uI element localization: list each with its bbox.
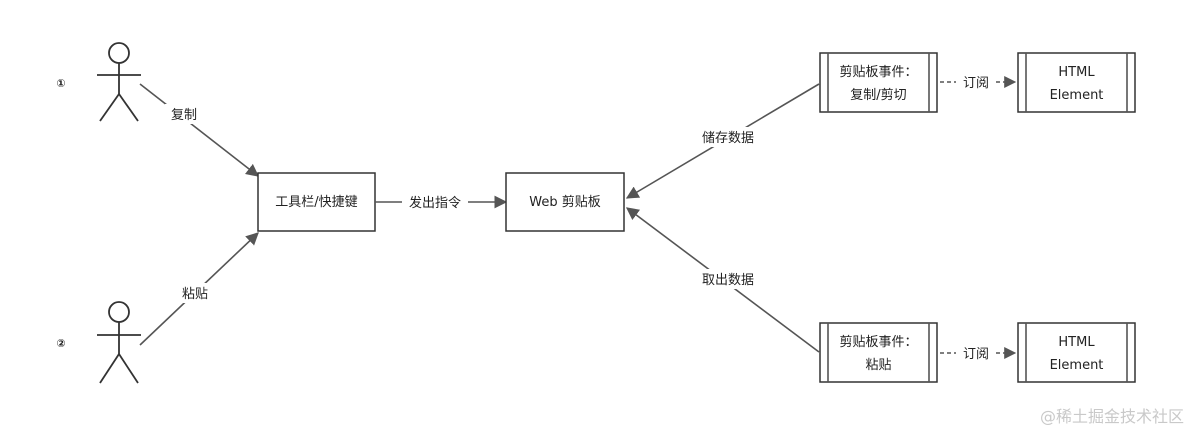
toolbar-shortcut-node [257,172,376,232]
store-edge-label: 储存数据 [702,131,754,146]
html-element-bottom-line1: HTML [1058,335,1095,350]
watermark: @稀土掘金技术社区 [1039,407,1184,426]
command-edge-label: 发出指令 [409,195,461,211]
html-element-bottom-line2: Element [1050,358,1104,373]
toolbar-shortcut-label: 工具栏/快捷键 [275,195,357,210]
fetch-label-bg [694,269,762,289]
actor-2-head [108,301,130,323]
actor-2-leg-right [118,353,139,384]
actor-2 [97,301,141,384]
event-paste-title: 剪贴板事件： [839,334,917,350]
subscribe-bottom-label: 订阅 [963,347,989,362]
subscribe-bottom-label-bg [956,343,996,363]
actor-2-leg-left [99,353,120,384]
store-label-bg [694,127,762,147]
actor-1 [97,42,141,122]
command-label-bg [402,192,468,212]
paste-label-bg [176,283,214,303]
actor-1-leg-left [99,93,120,122]
event-copy-subtitle: 复制/剪切 [850,87,906,103]
copy-edge [139,83,260,177]
actor-1-marker: ① [56,77,65,90]
event-copy-node [819,52,938,113]
event-copy-title: 剪贴板事件： [839,64,917,80]
event-paste-subtitle: 粘贴 [865,358,891,373]
subscribe-top-label-bg [956,72,996,92]
html-element-top-node [1017,52,1136,113]
actor-1-leg-right [118,93,139,122]
paste-edge-label: 粘贴 [182,287,208,302]
copy-edge-label: 复制 [171,108,197,123]
html-element-top-line2: Element [1050,88,1104,103]
event-paste-node [819,322,938,383]
html-element-bottom-node [1017,322,1136,383]
copy-label-bg [165,104,203,124]
fetch-edge-label: 取出数据 [702,273,754,288]
subscribe-top-label: 订阅 [963,76,989,91]
web-clipboard-node [505,172,625,232]
html-element-top-line1: HTML [1058,65,1095,80]
actor-1-head [108,42,130,64]
actor-2-marker: ② [56,337,65,350]
web-clipboard-label: Web 剪贴板 [529,194,600,210]
